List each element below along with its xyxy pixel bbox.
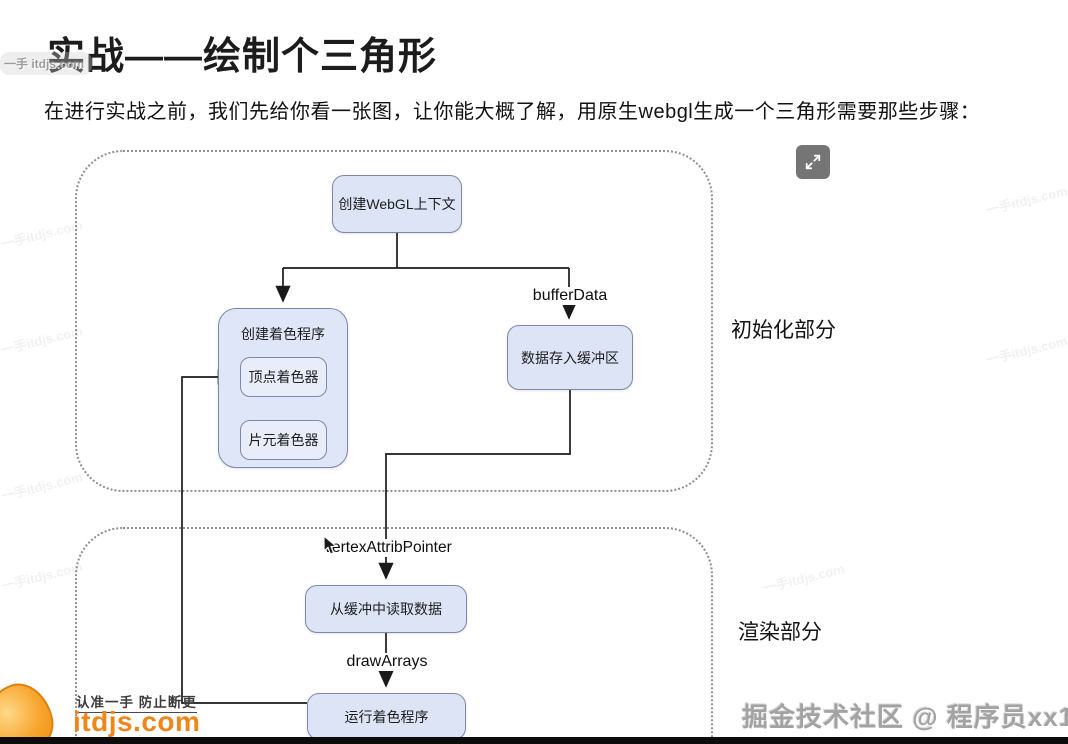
node-create-webgl-context: 创建WebGL上下文 — [332, 175, 462, 233]
watermark-ghost: 一手itdjs.com — [0, 559, 84, 594]
watermark-ghost: 一手itdjs.com — [0, 469, 84, 504]
edge-label-bufferdata: bufferData — [527, 287, 613, 305]
brand-site-name: itdjs.com — [73, 706, 201, 737]
edge-label-vertexattribpointer: vertexAttribPointer — [319, 539, 457, 557]
brand-hand-logo-icon — [0, 675, 62, 744]
node-create-webgl-context-label: 创建WebGL上下文 — [338, 196, 456, 212]
mouse-cursor-icon — [323, 535, 338, 555]
node-run-shader-program: 运行着色程序 — [307, 693, 466, 740]
brand-slogan: 认准一手 防止断更 — [76, 691, 197, 713]
node-read-data-from-buffer-label: 从缓冲中读取数据 — [330, 601, 442, 617]
render-section-label: 渲染部分 — [738, 621, 822, 644]
expand-icon — [805, 154, 821, 170]
node-vertex-shader: 顶点着色器 — [240, 357, 327, 397]
node-fragment-shader: 片元着色器 — [240, 420, 327, 460]
watermark-ghost: 一手itdjs.com — [0, 323, 84, 358]
init-section-label: 初始化部分 — [731, 319, 836, 342]
node-read-data-from-buffer: 从缓冲中读取数据 — [305, 585, 467, 633]
watermark-ghost: 一手itdjs.com — [984, 333, 1068, 368]
node-store-data-in-buffer-label: 数据存入缓冲区 — [521, 349, 619, 366]
node-fragment-shader-label: 片元着色器 — [248, 432, 319, 448]
watermark-ghost: 一手itdjs.com — [0, 217, 84, 252]
node-vertex-shader-label: 顶点着色器 — [248, 369, 319, 385]
node-run-shader-program-label: 运行着色程序 — [344, 708, 429, 725]
page-subtitle: 在进行实战之前，我们先给你看一张图，让你能大概了解，用原生webgl生成一个三角… — [44, 101, 981, 123]
watermark-top-left: 一手 itdjs.com — [0, 52, 93, 75]
edge-label-drawarrays: drawArrays — [341, 653, 433, 671]
expand-button[interactable] — [796, 145, 830, 179]
bottom-bar — [0, 737, 1068, 744]
node-shader-program-group-label: 创建着色程序 — [241, 326, 325, 342]
page-title: 实战——绘制个三角形 — [47, 36, 438, 78]
watermark-ghost: 一手itdjs.com — [761, 561, 846, 596]
node-store-data-in-buffer: 数据存入缓冲区 — [507, 325, 633, 390]
watermark-ghost: 一手itdjs.com — [984, 183, 1068, 218]
watermark-bottom-right: 掘金技术社区 @ 程序员xx1 — [742, 702, 1068, 732]
